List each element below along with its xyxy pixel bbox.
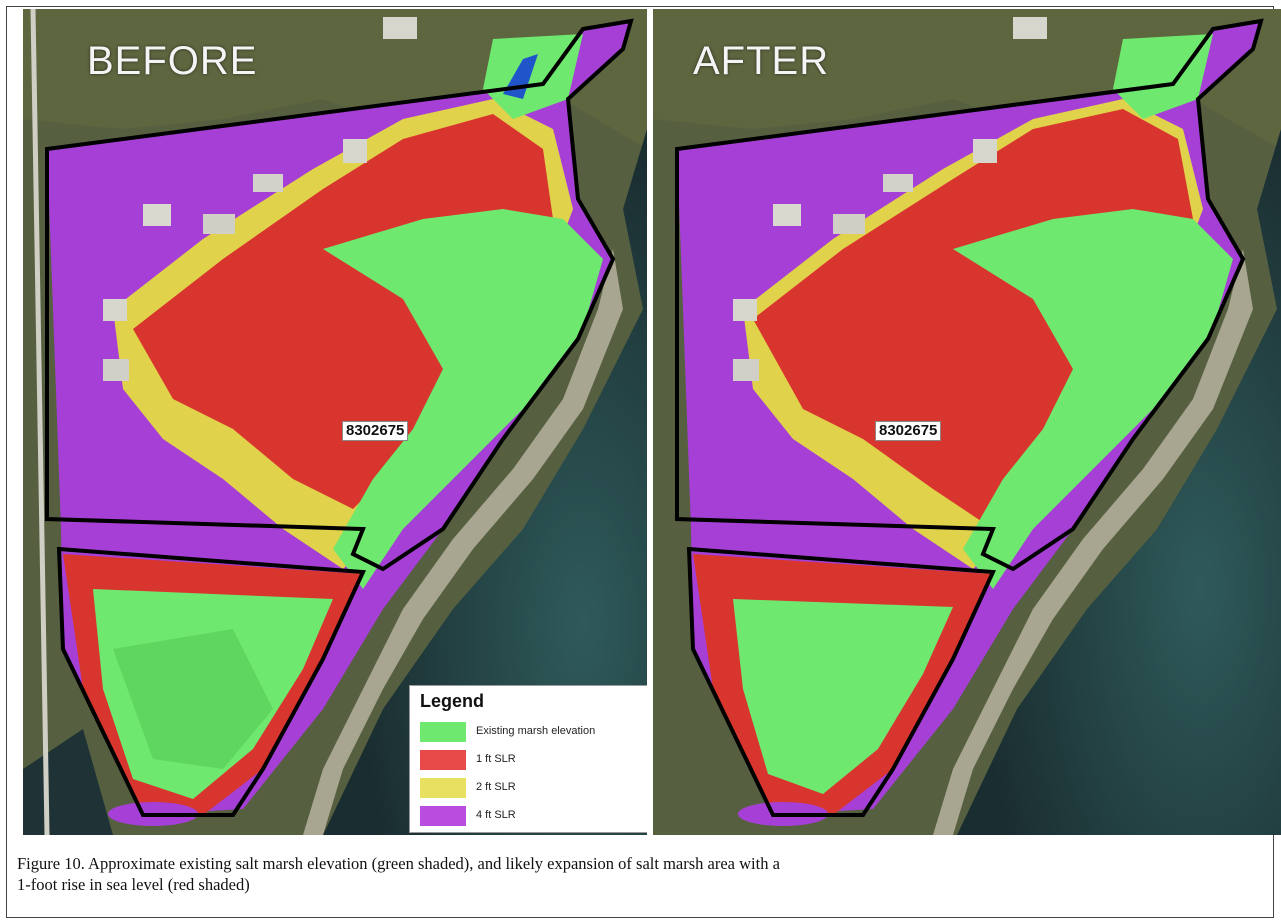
zone-existing: [323, 209, 603, 589]
caption-line-1: Figure 10. Approximate existing salt mar…: [17, 854, 780, 873]
legend-swatch-existing: [420, 722, 466, 742]
zone-existing: [953, 209, 1233, 589]
parcel-boundary-upper: [675, 18, 1264, 572]
legend-item-existing: Existing marsh elevation: [420, 722, 647, 744]
legend-item-4ft: 4 ft SLR: [420, 806, 647, 828]
after-map-panel: AFTER 8302675: [653, 9, 1281, 835]
water-area: [323, 129, 647, 835]
legend-swatch-1ft: [420, 750, 466, 770]
legend-swatch-4ft: [420, 806, 466, 826]
figure-frame: BEFORE 8302675 Legend Existing marsh ele…: [6, 6, 1281, 918]
legend-item-2ft: 2 ft SLR: [420, 778, 647, 800]
water-area: [957, 129, 1281, 835]
parcel-boundary-upper: [45, 18, 634, 572]
legend-label-1ft: 1 ft SLR: [476, 753, 516, 765]
before-map-panel: BEFORE 8302675 Legend Existing marsh ele…: [23, 9, 647, 835]
parcel-boundary-lower: [686, 546, 997, 817]
legend-item-1ft: 1 ft SLR: [420, 750, 647, 772]
legend-swatch-2ft: [420, 778, 466, 798]
before-map-image: [23, 9, 647, 835]
legend-label-existing: Existing marsh elevation: [476, 725, 596, 737]
after-map-image: [653, 9, 1281, 835]
before-title: BEFORE: [87, 39, 258, 83]
parcel-boundary-lower: [56, 546, 367, 817]
zone-1ft: [133, 114, 553, 509]
legend-label-2ft: 2 ft SLR: [476, 781, 516, 793]
parcel-id-label: 8302675: [875, 421, 942, 441]
parcel-id-label: 8302675: [342, 421, 409, 441]
zone-1ft: [753, 109, 1193, 529]
map-legend: Legend Existing marsh elevation 1 ft SLR…: [409, 685, 647, 833]
after-title: AFTER: [693, 39, 830, 83]
caption-line-2: 1-foot rise in sea level (red shaded): [17, 875, 250, 894]
legend-title: Legend: [420, 691, 485, 711]
figure-caption: Figure 10. Approximate existing salt mar…: [17, 853, 1272, 895]
legend-label-4ft: 4 ft SLR: [476, 809, 516, 821]
